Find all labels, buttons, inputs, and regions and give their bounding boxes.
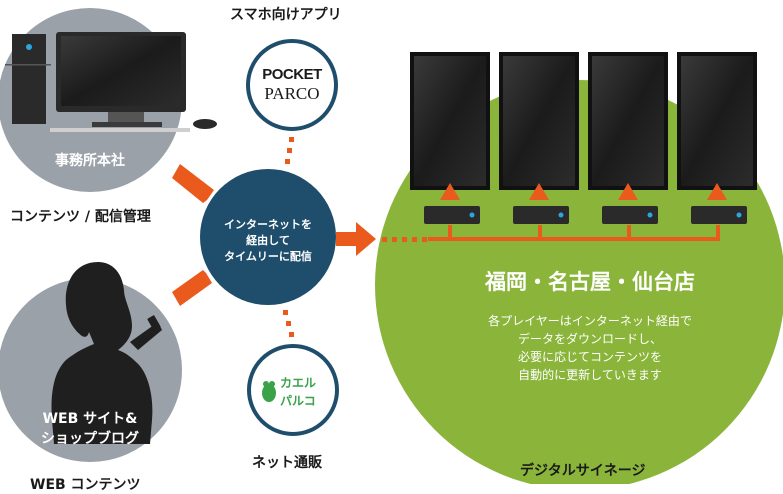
woman-silhouette-icon [51,262,162,444]
hub-line3: タイムリーに配信 [224,250,312,263]
hub-line2: 経由して [246,234,290,247]
dotted-connector-top [285,137,294,164]
arrow-web-to-hub [172,270,212,306]
kaeru-line2: パルコ [280,394,316,408]
dotted-connector-stores [382,237,427,242]
desktop-computer-icon [5,32,217,132]
office-caption: コンテンツ / 配信管理 [10,209,151,225]
diagram-canvas [0,8,783,484]
stores-caption: デジタルサイネージ [520,463,646,479]
kaeru-parco-badge [247,344,339,436]
arrow-office-to-hub [172,164,214,203]
web-title-line1: WEB サイト& [42,411,138,427]
app-label: スマホ向けアプリ [230,7,342,23]
media-players [424,206,747,224]
stores-desc-3: 必要に応じてコンテンツを [517,350,662,364]
stores-desc-2: データをダウンロードし、 [517,332,662,346]
frog-icon [262,381,276,402]
kaeru-line1: カエル [280,376,317,390]
web-caption: WEB コンテンツ [30,477,141,493]
pocket-parco-line2: PARCO [264,84,320,103]
arrow-hub-to-stores [336,222,376,256]
upload-arrows [440,183,727,200]
stores-title: 福岡・名古屋・仙台店 [485,270,695,294]
hub-circle [200,169,336,305]
dotted-connector-bottom [283,310,294,337]
net-label: ネット通販 [252,455,322,471]
pocket-parco-badge [246,39,338,131]
signage-screens [410,52,757,190]
stores-desc-1: 各プレイヤーはインターネット経由で [488,314,692,328]
stores-desc-4: 自動的に更新していきます [518,368,662,382]
web-title-line2: ショップブログ [41,431,139,447]
office-title: 事務所本社 [55,153,125,169]
hub-line1: インターネットを [224,218,312,231]
network-lines [428,225,720,241]
pocket-parco-line1: POCKET [262,66,322,83]
